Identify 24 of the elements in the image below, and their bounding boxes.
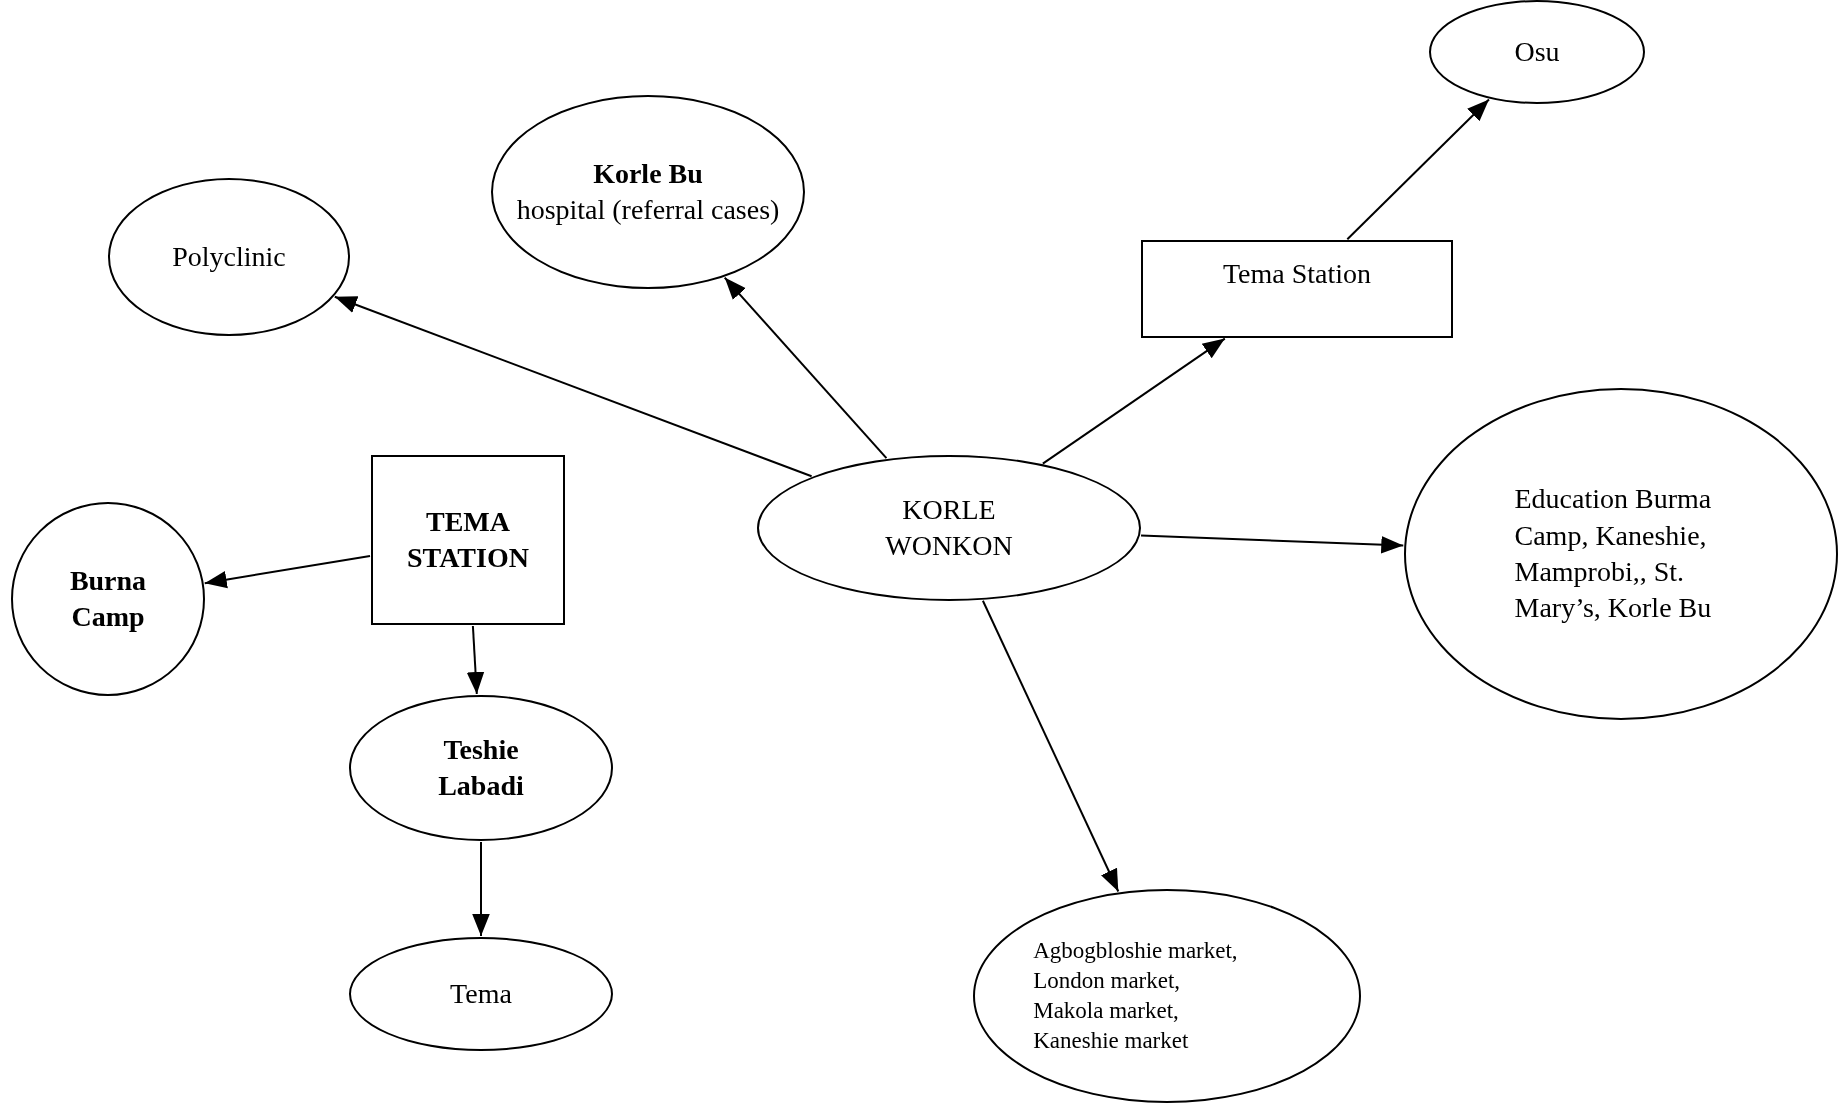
node-label: Burna Camp — [68, 563, 148, 634]
node-label: Education Burma Camp, Kaneshie, Mamprobi,, St. Mary’s, Korle Bu — [1514, 482, 1713, 626]
station-box — [1141, 240, 1453, 338]
arrow — [333, 295, 813, 478]
arrow — [203, 555, 371, 589]
node-label: hospital (referral cases) — [516, 193, 780, 227]
node-label: Teshie Labadi — [437, 732, 525, 803]
node-label: KORLE WONKON — [884, 492, 1014, 563]
arrow — [1140, 534, 1405, 554]
node-label: Osu — [1514, 34, 1560, 69]
node-label: Polyclinic — [172, 239, 286, 274]
arrow — [466, 625, 485, 696]
arrow — [472, 841, 490, 937]
node-label: Kaneshie market — [1033, 1026, 1189, 1055]
node-label: Korle Bu — [593, 156, 703, 191]
node-label: Tema — [450, 976, 512, 1011]
arrow — [1041, 337, 1226, 465]
node-label: Makola market, — [1033, 997, 1179, 1025]
node-label: TEMA STATION — [406, 504, 530, 575]
node-label: Agbogbloshie market, — [1033, 937, 1238, 966]
station-box — [371, 455, 565, 625]
arrow — [1346, 98, 1490, 241]
node-label: Tema Station — [1222, 257, 1372, 291]
node-label: London market, — [1033, 967, 1181, 996]
